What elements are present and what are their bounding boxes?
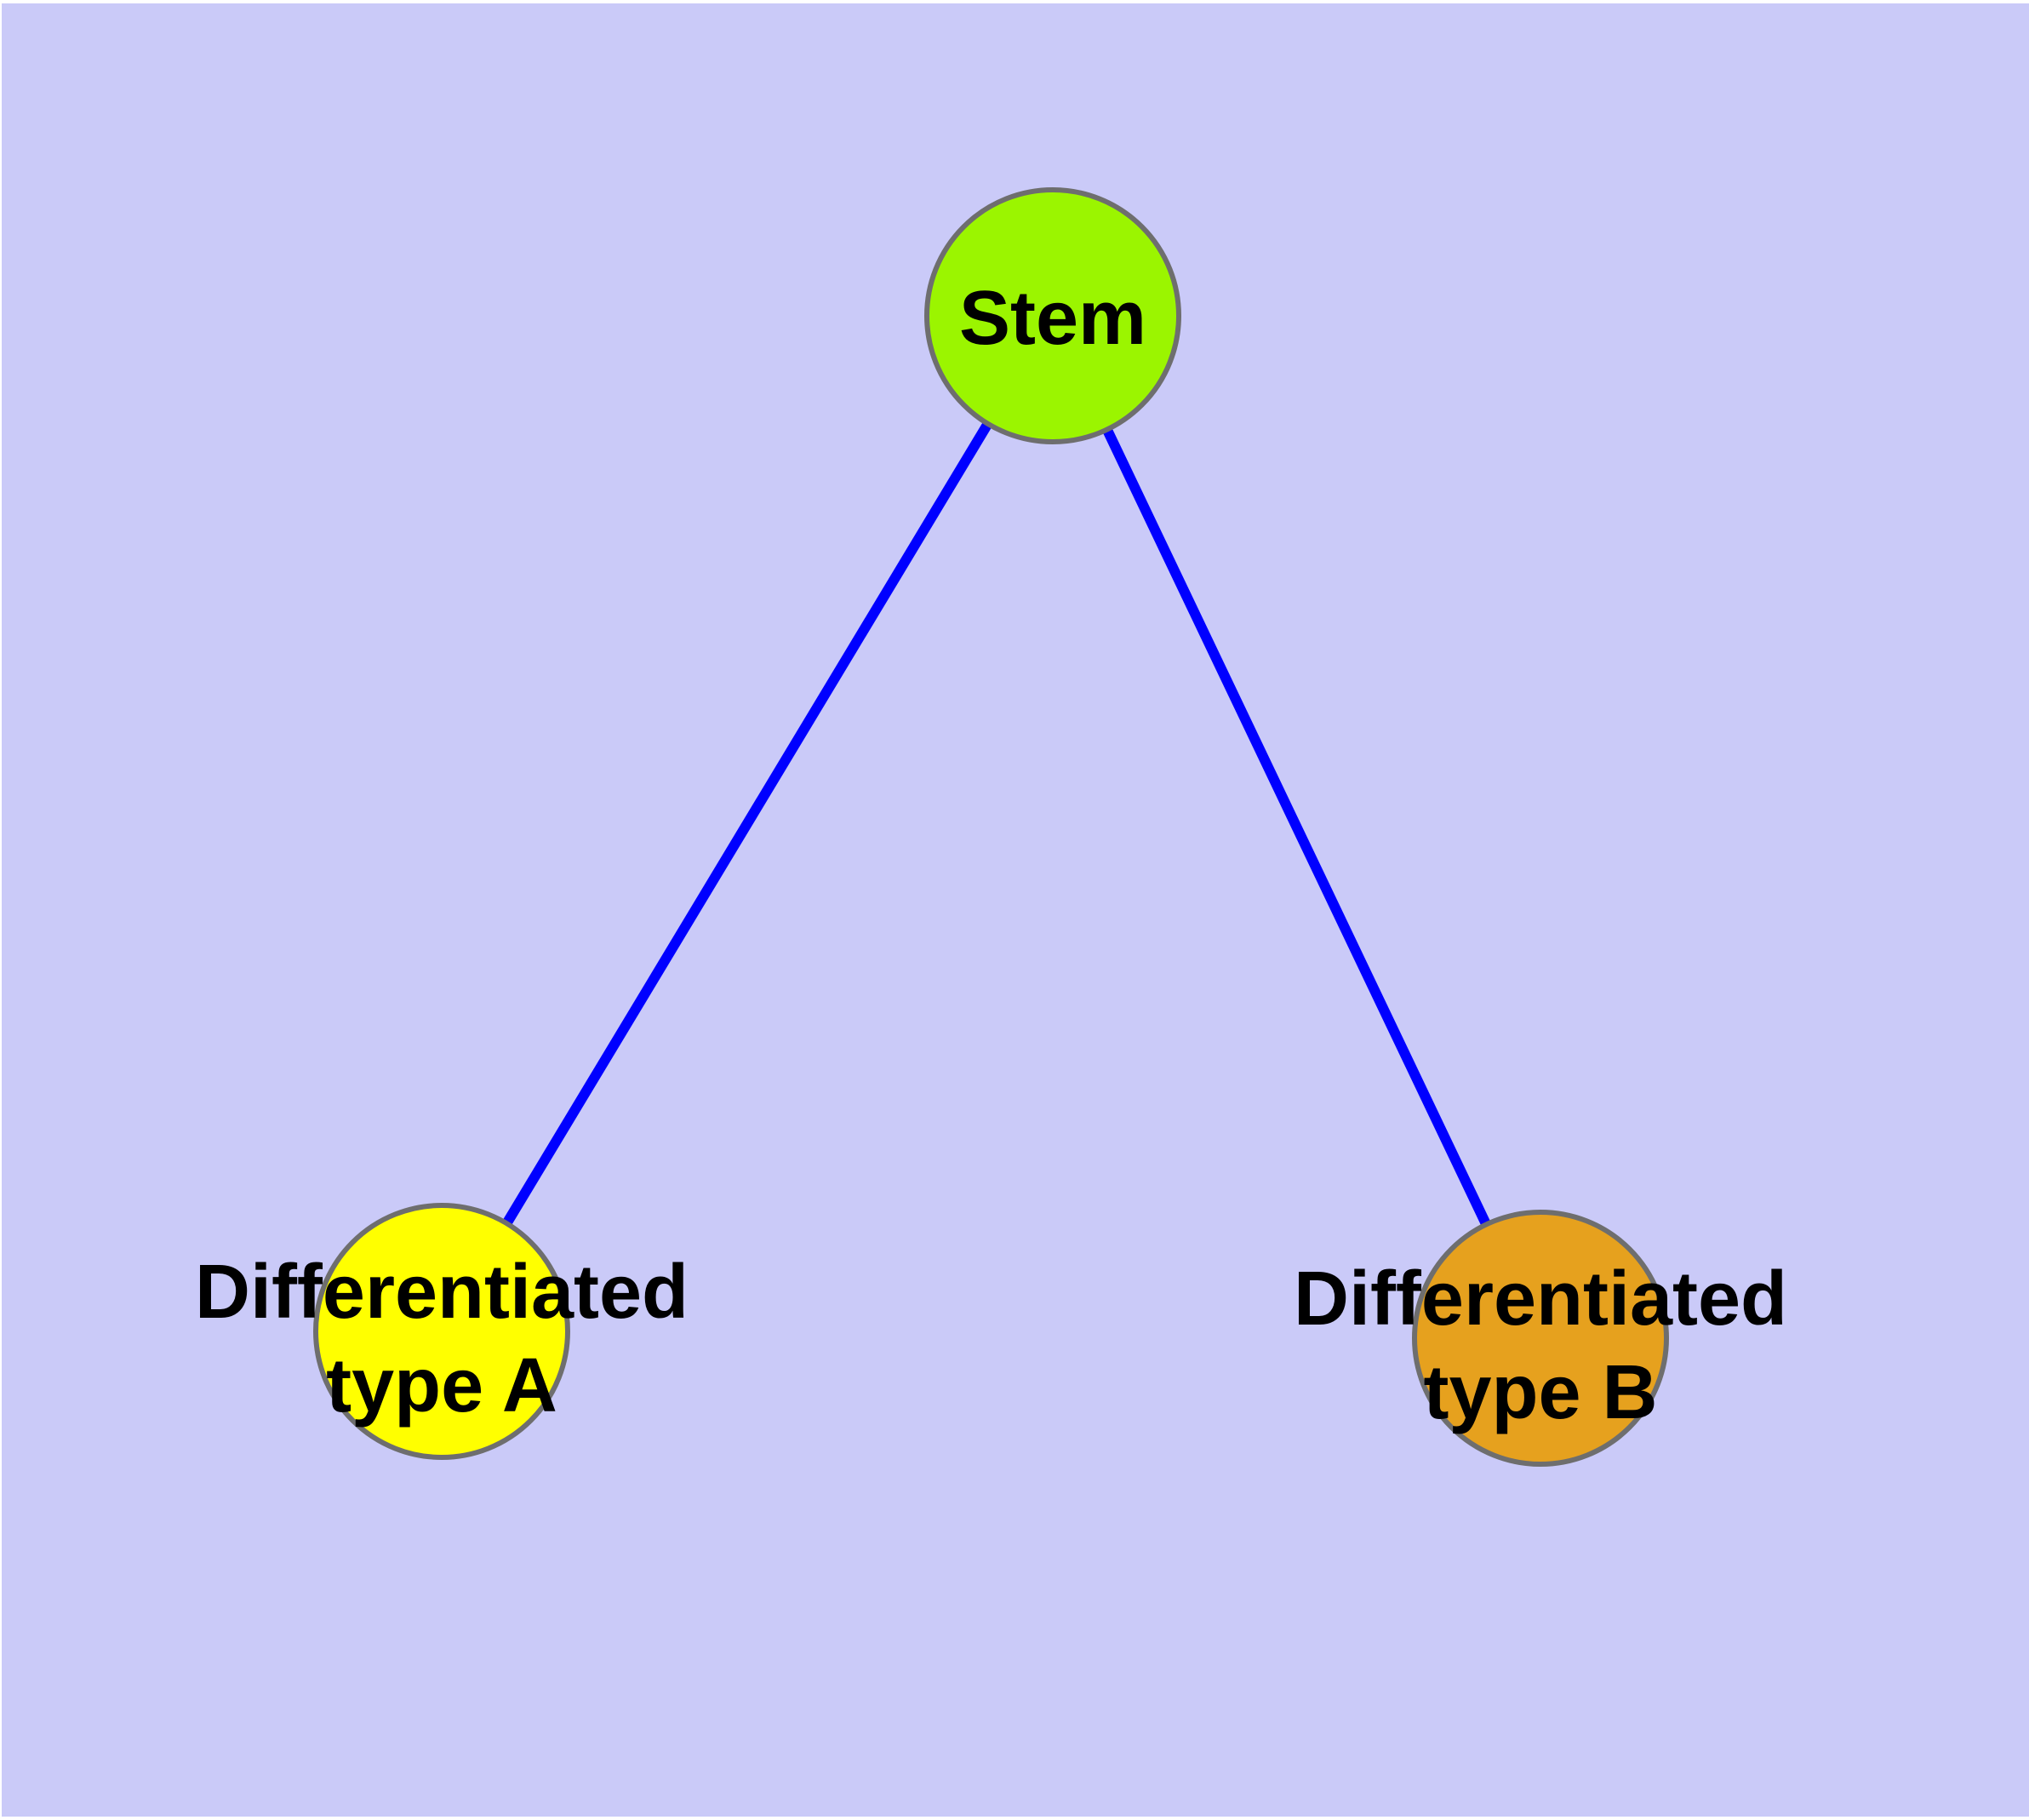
node-type-a [313,1203,570,1460]
node-type-b-circle [1412,1210,1669,1467]
edge-stem-to-type-a [437,312,1058,1335]
node-type-b-label-line2: type B [1423,1350,1657,1435]
node-type-b [1412,1210,1669,1467]
node-type-a-label-line2: type A [326,1343,557,1428]
node-stem-label: Stem [959,276,1146,361]
edge-stem-to-type-b [1048,313,1546,1341]
node-type-a-circle [313,1203,570,1460]
node-stem-circle [924,187,1181,444]
node-type-a-label-line1: Differentiated [195,1250,689,1335]
node-stem [924,187,1181,444]
node-type-b-label-line1: Differentiated [1294,1256,1787,1342]
